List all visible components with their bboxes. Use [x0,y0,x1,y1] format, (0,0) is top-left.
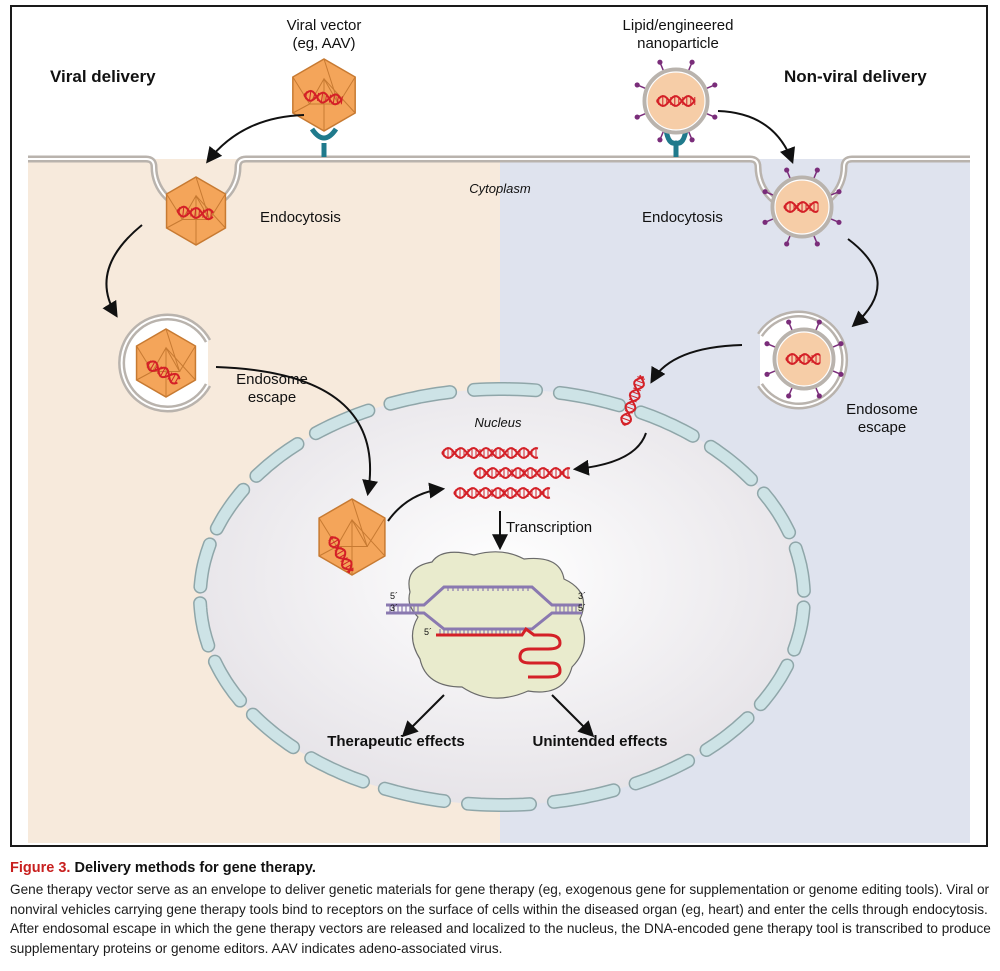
arrow-therapeutic [401,694,445,738]
nuclear-envelope-segment [635,406,699,442]
arrow-dna-release [572,432,647,476]
extracellular-space [12,7,986,157]
nuclear-envelope-segment [758,487,795,538]
nuclear-envelope-segment [701,712,754,756]
figure-panel: Viral delivery Non-viral delivery Viral … [10,5,988,847]
capsid-endosome [135,328,197,398]
dna-strand-2 [473,466,571,480]
therapeutic-effects-label: Therapeutic effects [327,733,465,750]
nanoparticle-extracellular [634,59,718,143]
capsid-endocytosed [165,176,227,246]
nanoparticle-endosome-dna [785,352,821,366]
nuclear-envelope-segment [305,752,369,788]
nuclear-envelope-segment [209,656,246,707]
figure-number: Figure 3. [10,860,71,876]
receptor-nonviral [663,128,689,157]
nanoparticle-endocytosed-dna [783,200,819,214]
capsid-nucleus-dna [328,536,354,574]
caption-title: Delivery methods for gene therapy. [74,860,316,876]
nuclear-envelope-segment [554,387,625,411]
capsid-extracellular-dna [303,89,343,106]
capsid-endosome-dna [146,360,181,385]
unintended-effects-label: Unintended effects [532,733,668,750]
arrow-viral-endosome [102,224,143,318]
nanoparticle-label: Lipid/engineered nanoparticle [622,17,734,52]
arrow-nano-release [650,344,743,384]
arrows [102,110,879,738]
capsid-extracellular [292,58,356,132]
endosome-escape-label-left: Endosome escape [236,371,308,406]
nuclear-envelope-segment [310,405,374,439]
figure-caption: Figure 3. Delivery methods for gene ther… [10,860,992,958]
viral-delivery-label: Viral delivery [50,67,156,86]
nonviral-delivery-label: Non-viral delivery [784,67,927,86]
five-prime-left: 5´ [390,591,399,601]
dna-strand-1 [441,446,539,460]
nuclear-envelope-segment [468,383,542,396]
delivery-diagram [12,7,986,843]
viral-vector-label: Viral vector (eg, AAV) [286,17,362,52]
three-prime-right: 3´ [578,591,587,601]
dna-strand-released [620,374,646,426]
nanoparticle-extracellular-dna [656,94,696,108]
nanoparticle-endosome [764,319,844,399]
five-prime-rna: 5´ [424,627,433,637]
nuclear-envelope-segment [705,441,757,485]
arrow-viral-endocytosis [206,114,305,164]
nuclear-envelope-segment [462,798,536,811]
nuclear-envelope-segment [788,601,810,656]
nucleus-label: Nucleus [474,415,522,430]
nuclear-envelope-segment [548,784,620,808]
capsid-endocytosed-dna [176,205,215,221]
arrow-viral-nucleus [215,366,378,497]
dna-strand-3 [453,486,551,500]
nuclear-envelope-segment [194,597,214,652]
three-prime-left: 3´ [390,603,399,613]
transcription-label: Transcription [506,519,593,536]
caption-title-line: Figure 3. Delivery methods for gene ther… [10,860,992,876]
arrow-capsid-dna [387,482,446,522]
rna-polymerase [386,551,586,699]
nanoparticle-endocytosed [762,167,842,247]
cytoplasm-label: Cytoplasm [469,181,531,196]
five-prime-right: 5´ [578,603,587,613]
arrow-unintended [551,694,595,738]
nuclear-envelope-segment [247,709,299,753]
arrow-nano-endocytosis [717,110,795,164]
nuclear-envelope-segment [250,438,303,482]
caption-body: Gene therapy vector serve as an envelope… [10,882,991,956]
nuclear-envelope-segment [630,755,694,789]
nuclear-envelope-segment [755,660,793,710]
endocytosis-label-left: Endocytosis [260,209,341,226]
arrow-nano-endosome [847,238,879,328]
nuclear-envelope-segment [194,538,216,593]
endosome-escape-label-right: Endosome escape [846,401,918,436]
capsid-nucleus [318,498,386,576]
nuclear-envelope-segment [790,542,810,597]
receptor-viral [309,127,339,157]
nuclear-envelope-segment [384,386,456,410]
endocytosis-label-right: Endocytosis [642,209,723,226]
nuclear-envelope-segment [379,783,450,807]
nuclear-envelope-segment [211,484,249,534]
